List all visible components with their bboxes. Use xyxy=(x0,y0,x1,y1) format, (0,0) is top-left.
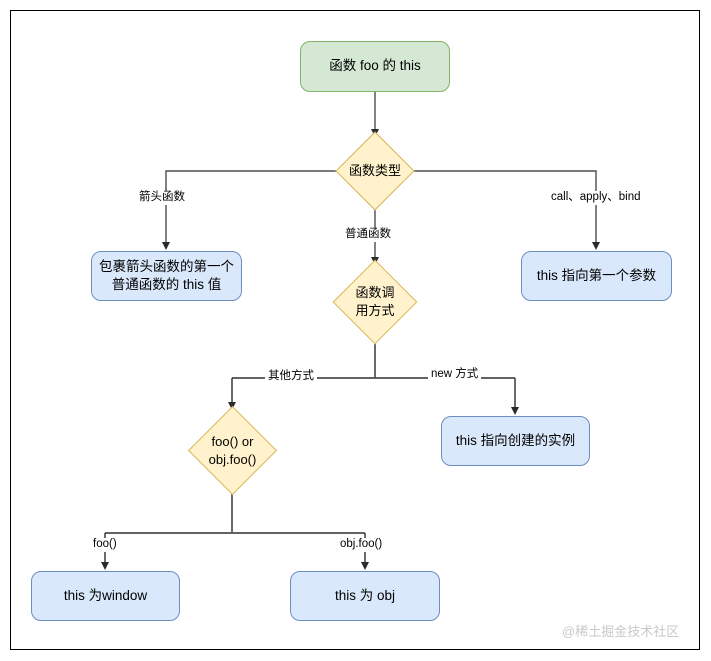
edge-label-arrow-function-text: 箭头函数 xyxy=(139,191,185,203)
edge-label-normal-function-text: 普通函数 xyxy=(345,228,391,240)
node-arrow-function-result-line2: 普通函数的 this 值 xyxy=(111,277,222,292)
diagram-frame xyxy=(10,10,700,650)
edge-label-foo-call-text: foo() xyxy=(93,538,117,550)
node-obj-result-label: this 为 obj xyxy=(334,587,396,603)
node-new-result[interactable]: this 指向创建的实例 xyxy=(441,416,590,466)
node-arrow-function-result[interactable]: 包裹箭头函数的第一个 普通函数的 this 值 xyxy=(91,251,242,301)
node-call-mode[interactable]: 函数调 用方式 xyxy=(332,259,418,345)
edge-fntype-to-bindresult xyxy=(414,170,600,250)
edge-label-other-way-text: 其他方式 xyxy=(268,370,314,382)
node-bind-result[interactable]: this 指向第一个参数 xyxy=(521,251,672,301)
edge-fntype-to-arrowresult xyxy=(162,170,336,250)
edge-label-call-apply-bind: call、apply、bind xyxy=(548,191,644,205)
edge-label-normal-function: 普通函数 xyxy=(342,228,394,242)
node-bind-result-label: this 指向第一个参数 xyxy=(536,267,657,283)
edge-label-objfoo-call-text: obj.foo() xyxy=(340,538,383,550)
edge-label-new-way-text: new 方式 xyxy=(431,368,479,380)
edge-label-foo-call: foo() xyxy=(90,538,120,552)
node-start-label: 函数 foo 的 this xyxy=(329,58,421,74)
node-function-type-label: 函数类型 xyxy=(348,163,401,179)
node-function-type[interactable]: 函数类型 xyxy=(335,131,415,211)
node-foo-or-objfoo-line2: obj.foo() xyxy=(208,451,257,467)
watermark-text: @稀土掘金技术社区 xyxy=(562,624,680,639)
node-call-mode-line1: 函数调 xyxy=(355,285,395,301)
node-foo-or-objfoo-line1: foo() or xyxy=(211,433,254,449)
node-window-result[interactable]: this 为window xyxy=(31,571,180,621)
node-arrow-function-result-line1: 包裹箭头函数的第一个 xyxy=(99,258,234,274)
edge-label-other-way: 其他方式 xyxy=(265,370,317,384)
edge-label-arrow-function: 箭头函数 xyxy=(136,191,188,205)
node-new-result-label: this 指向创建的实例 xyxy=(455,432,576,448)
node-foo-or-objfoo[interactable]: foo() or obj.foo() xyxy=(187,405,278,496)
node-obj-result[interactable]: this 为 obj xyxy=(290,571,440,621)
node-call-mode-line2: 用方式 xyxy=(355,303,395,318)
node-start[interactable]: 函数 foo 的 this xyxy=(300,41,450,92)
watermark: @稀土掘金技术社区 xyxy=(562,621,679,640)
edge-label-objfoo-call: obj.foo() xyxy=(337,538,386,552)
edge-label-call-apply-bind-text: call、apply、bind xyxy=(551,191,641,203)
edge-label-new-way: new 方式 xyxy=(428,368,482,382)
node-window-result-label: this 为window xyxy=(63,587,148,603)
